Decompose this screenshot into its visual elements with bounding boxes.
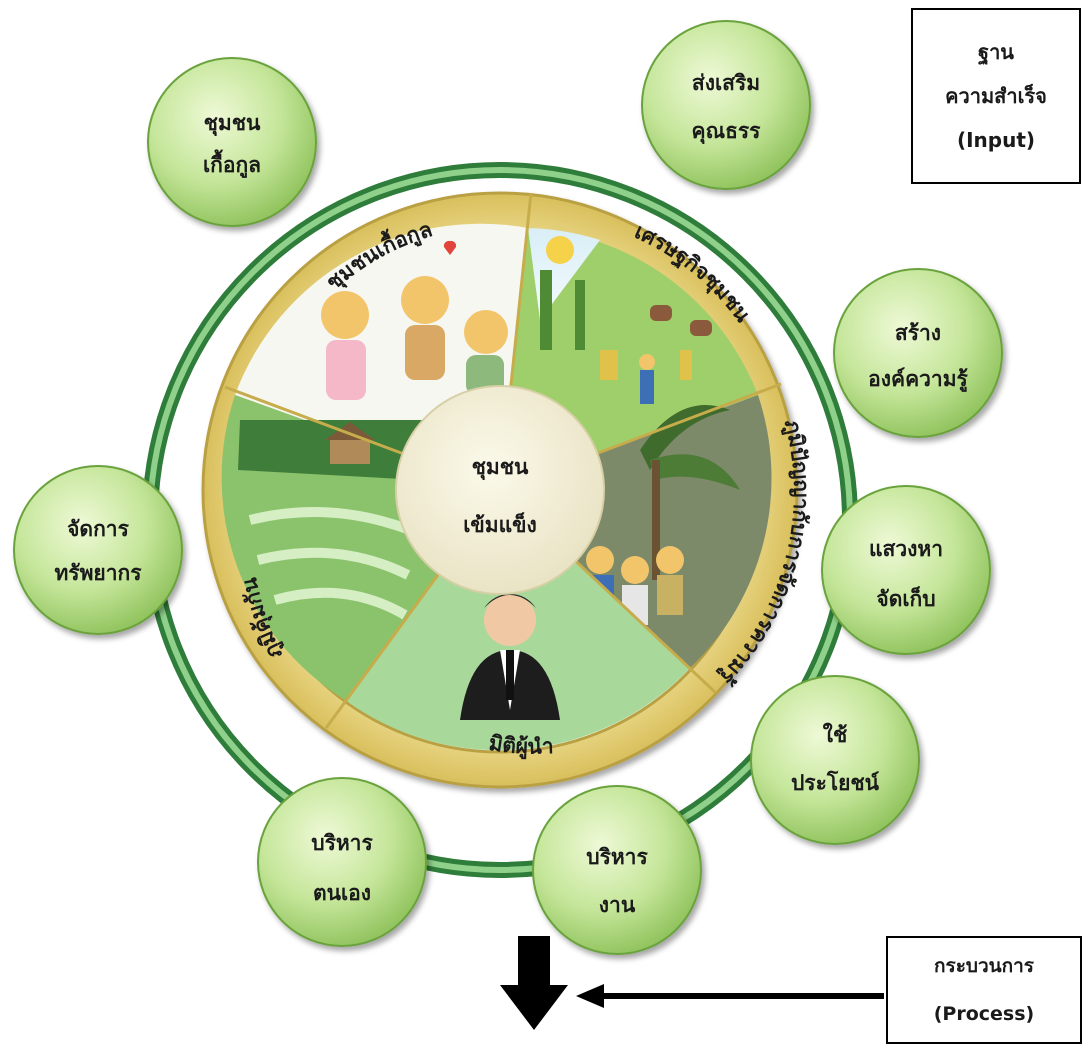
bubble-promote-morality-line2: คุณธรร <box>692 119 762 145</box>
input-box: ฐาน ความสำเร็จ (Input) <box>911 8 1081 184</box>
bubble-manage-resources <box>13 465 183 635</box>
bubble-manage-work-line1: บริหาร <box>586 845 648 869</box>
bubble-manage-work-line2: งาน <box>599 893 636 917</box>
left-arrow-icon <box>576 984 604 1008</box>
bubble-community-welfare-line2: เกื้อกูล <box>203 149 261 179</box>
bubble-manage-work <box>532 785 702 955</box>
center-hub <box>395 385 605 595</box>
bubble-self-management-line2: ตนเอง <box>313 881 371 905</box>
segment-leader-illustration <box>345 490 690 751</box>
bubble-promote-morality-line1: ส่งเสริม <box>692 71 760 95</box>
bubble-seek-store-line1: แสวงหา <box>869 537 943 561</box>
bubble-self-management <box>257 777 427 947</box>
center-title-line2: เข้มแข็ง <box>463 511 537 537</box>
input-box-line2: ความสำเร็จ <box>945 84 1047 108</box>
bubble-utilize-line1: ใช้ <box>823 722 848 747</box>
svg-text:มิติผู้นำ: มิติผู้นำ <box>487 731 554 761</box>
input-box-line3: (Input) <box>956 128 1036 152</box>
bubble-promote-morality <box>641 20 811 190</box>
bubble-seek-store-line2: จัดเก็บ <box>876 585 935 611</box>
bubble-build-knowledge-line1: สร้าง <box>895 321 941 345</box>
bubble-utilize-line2: ประโยชน์ <box>791 770 880 795</box>
bubble-build-knowledge-line2: องค์ความรู้ <box>868 367 968 393</box>
center-title-line1: ชุมชน <box>472 455 529 481</box>
bubble-utilize <box>750 675 920 845</box>
bubble-community-welfare <box>147 57 317 227</box>
bubble-build-knowledge <box>833 268 1003 438</box>
segment-label-leader: มิติผู้นำ <box>487 731 554 761</box>
bubble-manage-resources-line1: จัดการ <box>67 517 129 541</box>
process-box: กระบวนการ (Process) <box>886 936 1082 1044</box>
down-arrow-icon <box>500 936 568 1030</box>
bubble-seek-store <box>821 485 991 655</box>
bubble-manage-resources-line2: ทรัพยากร <box>54 561 142 585</box>
bubble-self-management-line1: บริหาร <box>311 831 373 855</box>
process-box-line2: (Process) <box>933 1003 1035 1025</box>
bubble-community-welfare-line1: ชุมชน <box>204 111 261 137</box>
input-box-line1: ฐาน <box>978 40 1014 64</box>
process-box-line1: กระบวนการ <box>933 955 1034 977</box>
